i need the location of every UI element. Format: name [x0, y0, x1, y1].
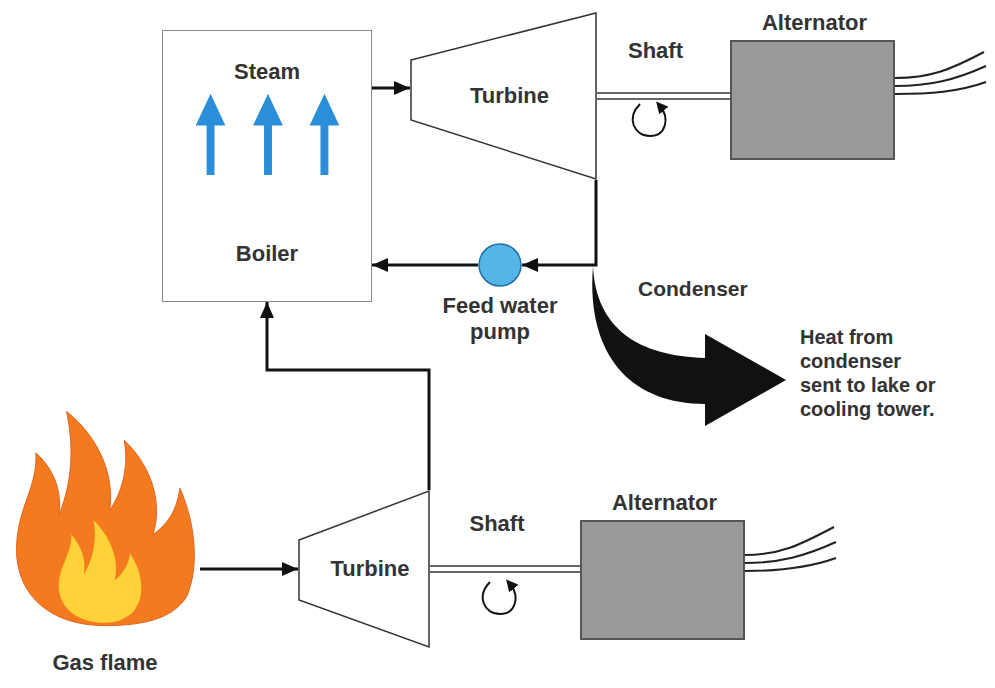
turbine-label: Turbine	[298, 556, 430, 582]
flow-connector	[267, 302, 429, 490]
flow-connector	[372, 88, 410, 89]
pump-node: Feed water pump	[478, 243, 522, 287]
steam-arrow	[196, 94, 226, 175]
flame-outer	[17, 412, 195, 626]
shaft-label: Shaft	[470, 511, 525, 537]
shaft-line	[430, 565, 580, 567]
flow-connector	[200, 569, 298, 570]
flow-connector	[522, 180, 596, 265]
alternator-heading: Alternator	[562, 490, 767, 516]
pump-label: Feed water pump	[430, 293, 570, 345]
shaft-line	[430, 571, 580, 573]
flow-line	[522, 180, 596, 265]
alt-node: Alternator	[580, 520, 745, 640]
boiler-node: SteamBoiler	[162, 30, 372, 302]
condenser-label: Condenser	[638, 276, 748, 302]
flow-line	[372, 264, 478, 267]
steam-arrow	[310, 94, 340, 175]
shaft-line	[597, 98, 730, 100]
boiler-text: Boiler	[163, 241, 371, 267]
alternator-heading: Alternator	[712, 10, 917, 36]
alt-node: Alternator	[730, 40, 895, 160]
turbine-node: Turbine	[410, 12, 597, 180]
flame-label: Gas flame	[5, 650, 205, 676]
shaft-connector	[597, 93, 730, 99]
flow-line	[372, 87, 410, 90]
shaft-line	[597, 92, 730, 94]
turbine-node: Turbine	[298, 490, 430, 648]
turbine-shape	[411, 13, 596, 179]
turbine-label: Turbine	[410, 83, 597, 109]
rotation-arrow	[633, 104, 666, 136]
steam-arrow	[253, 94, 283, 175]
shaft-connector	[430, 566, 580, 572]
turbine-shape	[299, 491, 429, 647]
flame-node: Gas flame	[5, 400, 205, 650]
flame-inner	[59, 520, 142, 623]
shaft-label: Shaft	[628, 38, 683, 64]
pump-shape	[479, 244, 521, 286]
flame-picture	[5, 400, 205, 640]
pump-circle	[478, 243, 522, 287]
flow-line	[200, 568, 298, 571]
flow-line	[267, 302, 429, 490]
flow-connector	[372, 265, 478, 266]
heat-note: Heat from condenser sent to lake or cool…	[800, 325, 943, 421]
rotation-arrow	[483, 582, 516, 614]
condenser-heat-arrow	[592, 266, 786, 426]
boiler-text: Steam	[163, 59, 371, 85]
